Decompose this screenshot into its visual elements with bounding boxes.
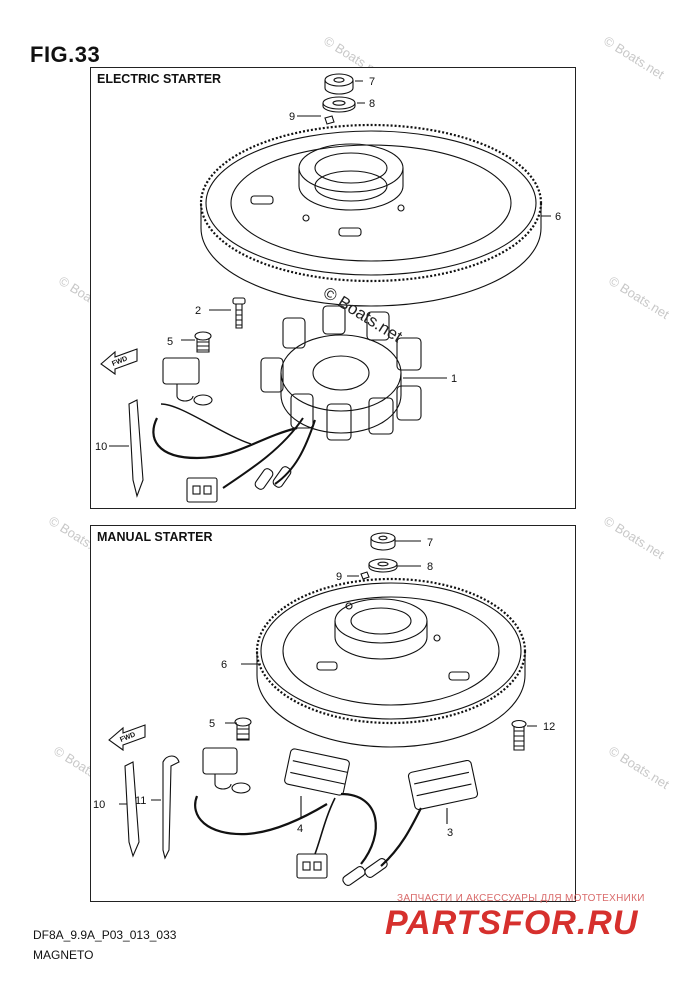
- callout-8: 8: [427, 561, 433, 573]
- electric-starter-panel: ELECTRIC STARTER: [90, 67, 576, 509]
- nut-part: [324, 73, 354, 95]
- wire-harness: [152, 417, 298, 460]
- fwd-label: FWD: [119, 731, 136, 743]
- wire-harness: [194, 795, 328, 836]
- callout-10: 10: [93, 799, 105, 811]
- cable-clamp-part: [162, 755, 180, 860]
- connector-part: [186, 477, 218, 503]
- manual-starter-panel: MANUAL STARTER: [90, 525, 576, 902]
- washer-part: [322, 96, 356, 113]
- fwd-arrow: [100, 348, 138, 376]
- callout-2: 2: [195, 305, 201, 317]
- bolt-part: [232, 297, 246, 329]
- callout-6: 6: [221, 659, 227, 671]
- callout-12: 12: [543, 721, 555, 733]
- cable-tie-part: [128, 399, 144, 498]
- callout-9: 9: [336, 571, 342, 583]
- terminal-part: [254, 468, 274, 490]
- callout-5: 5: [167, 336, 173, 348]
- electric-starter-diagram: FWD 7 8 9 6 2 5 1 10: [95, 73, 561, 503]
- cable-tie-part: [124, 761, 140, 858]
- fwd-label: FWD: [111, 355, 128, 367]
- brand-logo: PARTSFOR.RU: [385, 904, 639, 942]
- callout-10: 10: [95, 441, 107, 453]
- callout-1: 1: [451, 373, 457, 385]
- terminal-part: [364, 858, 388, 878]
- connector-part: [296, 853, 328, 879]
- pulser-coil-part: [162, 357, 213, 406]
- brand-tagline: ЗАПЧАСТИ И АКСЕССУАРЫ ДЛЯ МОТОТЕХНИКИ: [397, 893, 645, 904]
- callout-4: 4: [297, 823, 303, 835]
- washer-part: [368, 558, 398, 573]
- panel-title: MANUAL STARTER: [97, 530, 213, 544]
- terminal-part: [272, 466, 292, 488]
- screw-part: [234, 717, 252, 741]
- callout-9: 9: [289, 111, 295, 123]
- key-part: [324, 115, 335, 125]
- fwd-arrow: [108, 724, 146, 752]
- watermark: © Boats.net: [601, 33, 667, 82]
- watermark: © Boats.net: [606, 743, 672, 792]
- screw-part: [194, 331, 212, 353]
- key-part: [360, 571, 370, 580]
- callout-7: 7: [427, 537, 433, 549]
- lighting-coil-part: [284, 748, 350, 796]
- rectifier-part: [407, 759, 479, 811]
- callout-11: 11: [135, 795, 146, 807]
- flywheel-part: [255, 577, 527, 748]
- figure-title: FIG.33: [30, 42, 101, 67]
- flywheel-part: [199, 123, 543, 307]
- diagram-code: DF8A_9.9A_P03_013_033: [33, 928, 177, 942]
- terminal-part: [342, 866, 366, 886]
- callout-3: 3: [447, 827, 453, 839]
- nut-part: [370, 532, 396, 551]
- callout-6: 6: [555, 211, 561, 223]
- panel-title: ELECTRIC STARTER: [97, 72, 222, 86]
- screw-part: [511, 719, 527, 751]
- callout-5: 5: [209, 718, 215, 730]
- callout-7: 7: [369, 76, 375, 88]
- diagram-caption: MAGNETO: [33, 948, 94, 962]
- watermark: © Boats.net: [601, 513, 667, 562]
- pulser-coil-part: [202, 747, 251, 794]
- watermark: © Boats.net: [606, 273, 672, 322]
- manual-starter-diagram: FWD 7 8 9 6 5 12 4 3 10 11: [93, 532, 555, 886]
- callout-8: 8: [369, 98, 375, 110]
- stator-part: [260, 305, 422, 441]
